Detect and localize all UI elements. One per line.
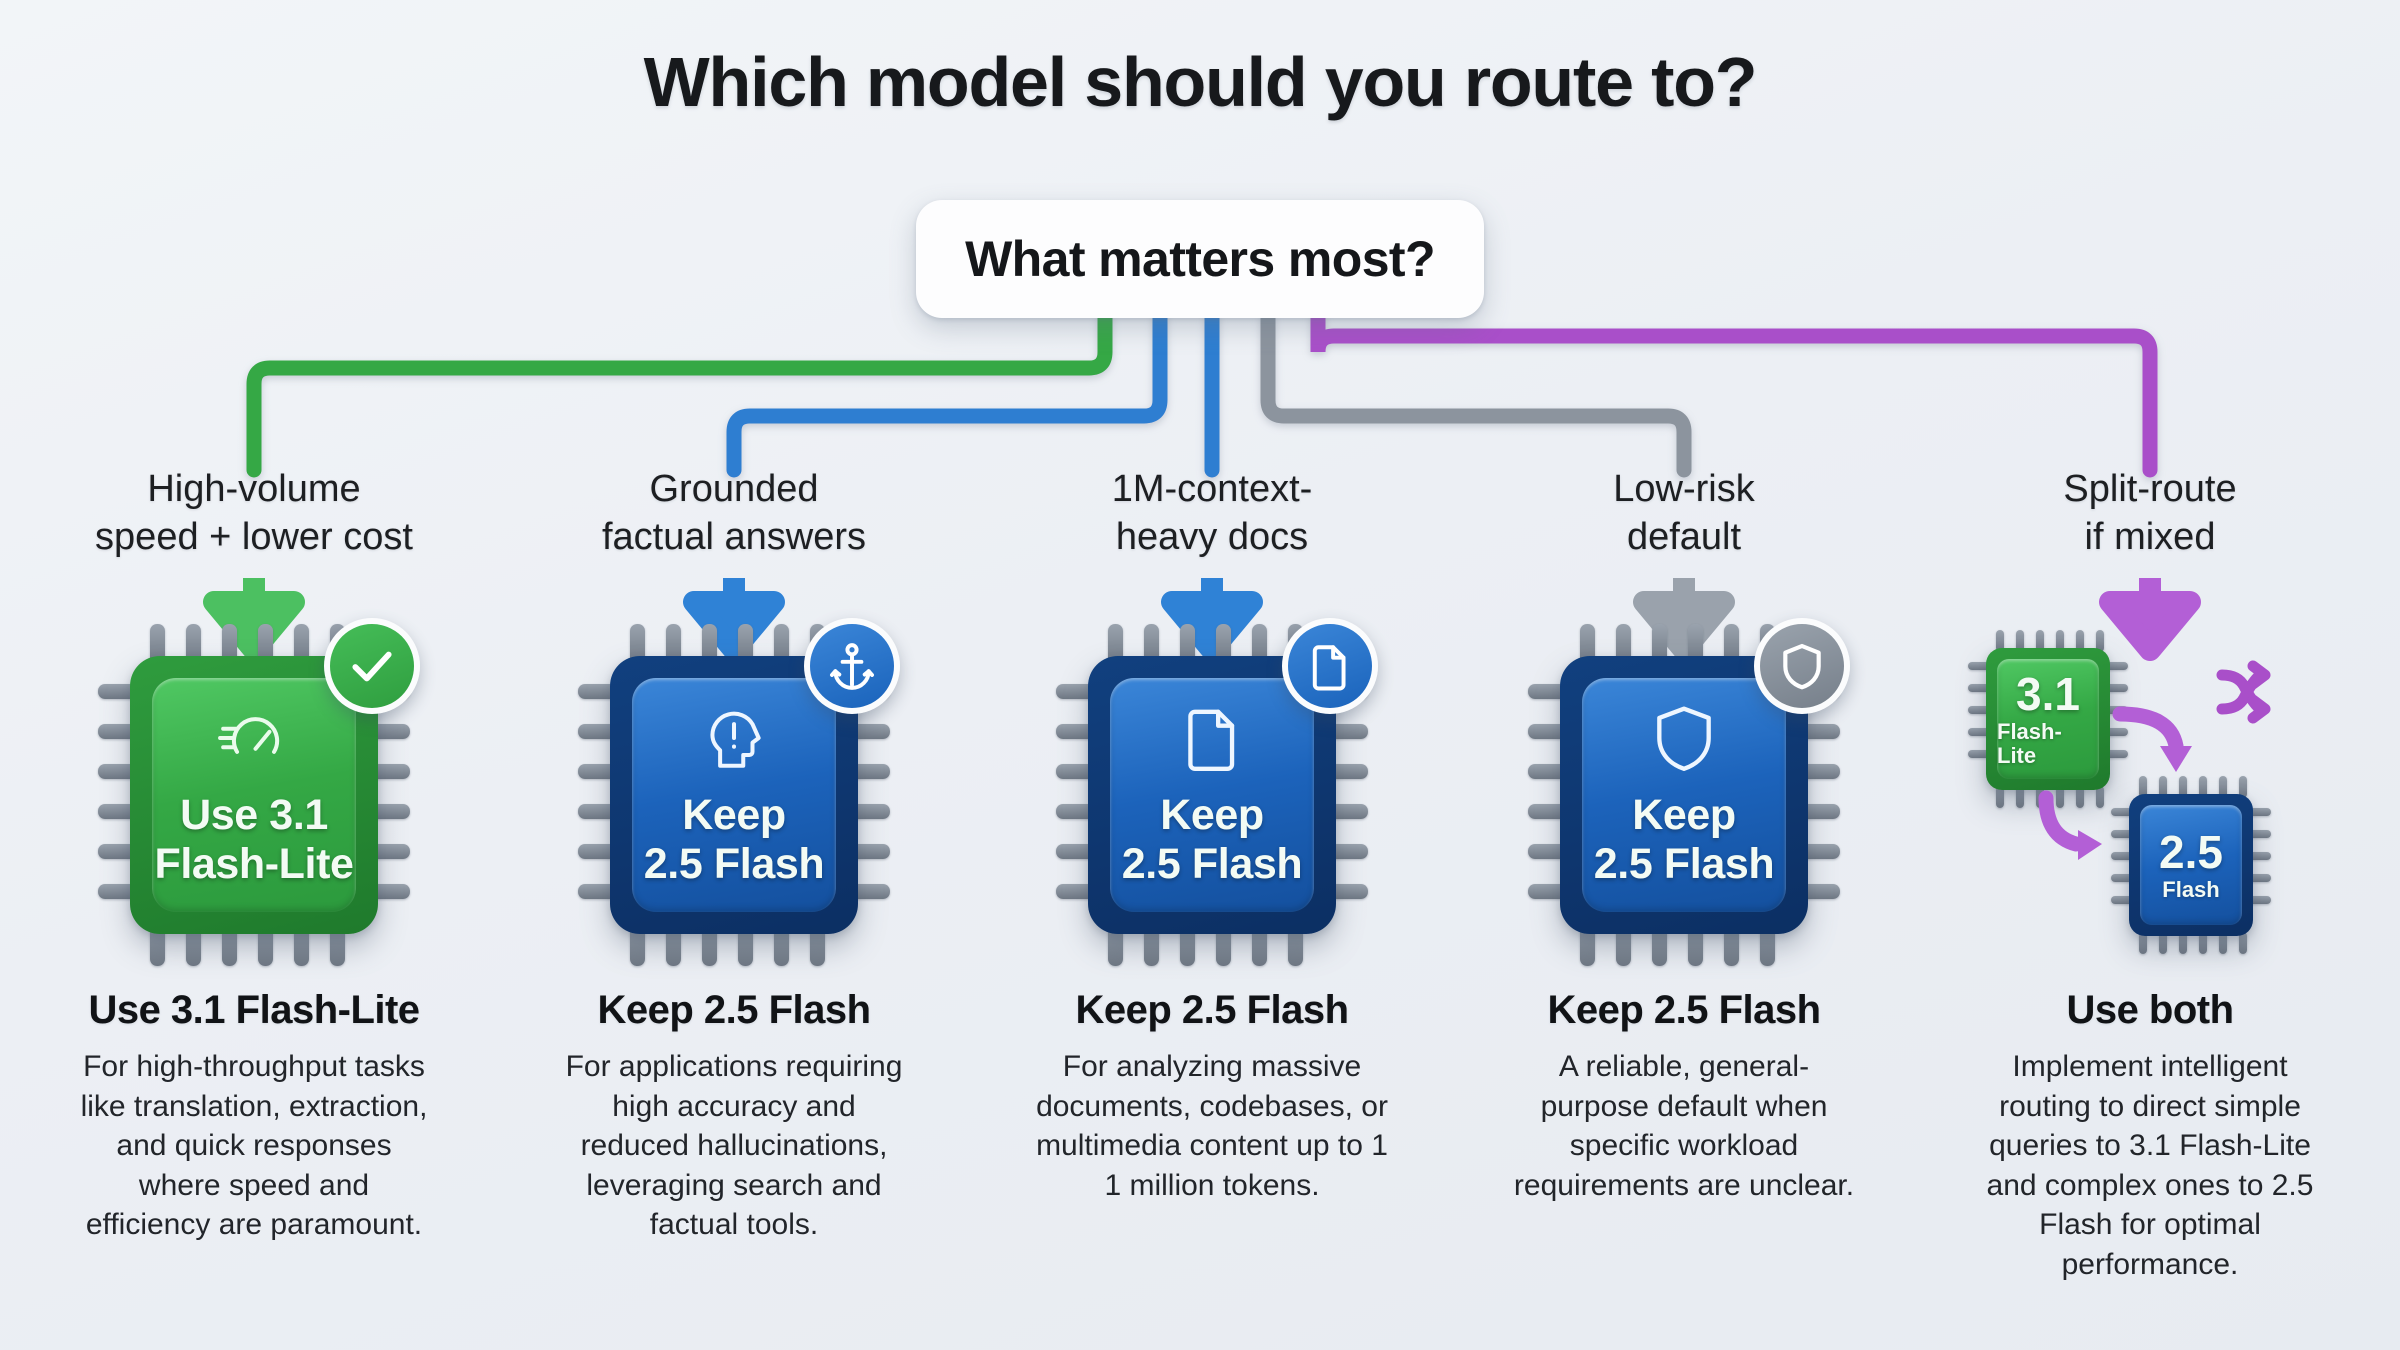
chip-5b-pins (2111, 776, 2271, 954)
chip-3-text: Keep 2.5 Flash (1121, 790, 1303, 889)
chip-3-line2: 2.5 Flash (1121, 840, 1303, 888)
outcome-column-2: Keep 2.5 Flash Keep 2.5 Flash For applic… (554, 618, 914, 1245)
chip-2: Keep 2.5 Flash (578, 618, 900, 966)
branch-label-5: Split-route if mixed (1985, 465, 2315, 562)
caption-title-1: Use 3.1 Flash-Lite (88, 988, 420, 1032)
anchor-icon (804, 618, 900, 714)
split-route-group: 3.1 Flash-Lite (1968, 630, 2330, 960)
page-title: Which model should you route to? (643, 43, 1758, 121)
chip-1-line2: Flash-Lite (154, 840, 354, 888)
branch-label-2-line1: Grounded (649, 468, 819, 510)
branch-label-3: 1M-context- heavy docs (1047, 465, 1377, 562)
wire-branch-2 (726, 310, 1168, 478)
chip-2-text: Keep 2.5 Flash (643, 790, 825, 889)
chip-3-die: Keep 2.5 Flash (1110, 678, 1314, 912)
chip-5b-number: 2.5 (2159, 825, 2223, 878)
branch-label-5-line2: if mixed (2084, 516, 2216, 559)
outcome-column-4: Keep 2.5 Flash Keep 2.5 Flash A reliable… (1504, 618, 1864, 1205)
branch-label-5-line1: Split-route (2063, 468, 2237, 510)
document-icon (1282, 618, 1378, 714)
chip-4-body: Keep 2.5 Flash (1560, 656, 1808, 934)
caption-body-5: Implement intelligent routing to direct … (1986, 1050, 2314, 1281)
chip-5a-die: 3.1 Flash-Lite (1997, 659, 2099, 779)
chip-3-body: Keep 2.5 Flash (1088, 656, 1336, 934)
wire-branch-5 (1310, 310, 2158, 478)
caption-title-2: Keep 2.5 Flash (597, 988, 871, 1032)
caption-body-2: For applications requiring high accuracy… (565, 1050, 903, 1242)
check-icon (324, 618, 420, 714)
chip-5b: 2.5 Flash (2111, 776, 2271, 954)
chip-4-pins (1528, 624, 1840, 966)
root-question-label: What matters most? (965, 231, 1435, 287)
branch-label-2-line2: factual answers (601, 516, 866, 559)
branch-label-1-line1: High-volume (147, 468, 361, 510)
speedometer-icon (217, 701, 291, 775)
wire-branch-4 (1260, 310, 1692, 478)
outcome-column-1: Use 3.1 Flash-Lite Use 3.1 Flash-Lite Fo… (74, 618, 434, 1245)
chip-1-die: Use 3.1 Flash-Lite (152, 678, 356, 912)
branch-label-4-line1: Low-risk (1613, 468, 1755, 510)
chip-3: Keep 2.5 Flash (1056, 618, 1378, 966)
chip-5a-number: 3.1 (2016, 667, 2080, 720)
shield-icon (1754, 618, 1850, 714)
head-alert-icon (697, 701, 771, 775)
shield-icon (1647, 701, 1721, 775)
shuffle-icon (2216, 660, 2271, 724)
chip-4: Keep 2.5 Flash (1528, 618, 1850, 966)
chip-1: Use 3.1 Flash-Lite (98, 618, 420, 966)
branch-label-1-line2: speed + lower cost (95, 516, 413, 559)
branch-label-1: High-volume speed + lower cost (89, 465, 419, 562)
route-arrowheads (2078, 746, 2192, 860)
branch-label-2: Grounded factual answers (569, 465, 899, 562)
chip-1-body: Use 3.1 Flash-Lite (130, 656, 378, 934)
caption-title-5: Use both (2066, 988, 2234, 1032)
chip-1-line1: Use 3.1 (180, 790, 328, 839)
outcome-column-5: 3.1 Flash-Lite (1968, 630, 2330, 1285)
caption-body-1: For high-throughput tasks like translati… (80, 1050, 428, 1242)
branch-label-3-line1: 1M-context- (1111, 468, 1313, 510)
chip-4-line2: 2.5 Flash (1593, 840, 1775, 888)
chip-5a-pins (1968, 630, 2128, 808)
chip-5a-sublabel: Flash-Lite (1997, 718, 2062, 769)
chip-5b-body: 2.5 Flash (2129, 794, 2253, 936)
document-icon (1175, 701, 1249, 775)
caption-title-3: Keep 2.5 Flash (1075, 988, 1349, 1032)
chip-2-die: Keep 2.5 Flash (632, 678, 836, 912)
branch-label-3-line2: heavy docs (1115, 516, 1309, 559)
chip-3-line1: Keep (1160, 790, 1264, 839)
root-question-node: What matters most? (916, 200, 1484, 318)
route-arrow-top (2112, 706, 2184, 754)
chip-5b-die: 2.5 Flash (2140, 805, 2242, 925)
chip-5a: 3.1 Flash-Lite (1968, 630, 2128, 808)
chip-4-die: Keep 2.5 Flash (1582, 678, 1786, 912)
split-route-arrows (2038, 660, 2271, 860)
route-arrow-bottom (2038, 790, 2084, 852)
chip-5a-body: 3.1 Flash-Lite (1986, 648, 2110, 790)
chip-2-pins (578, 624, 890, 966)
chip-4-line1: Keep (1632, 790, 1736, 839)
caption-title-4: Keep 2.5 Flash (1547, 988, 1821, 1032)
branch-label-4: Low-risk default (1519, 465, 1849, 562)
arrow-down-5 (2099, 578, 2201, 661)
chip-5b-sublabel: Flash (2162, 877, 2220, 903)
chip-2-body: Keep 2.5 Flash (610, 656, 858, 934)
caption-body-3: For analyzing massive documents, codebas… (1036, 1050, 1388, 1202)
caption-body-4: A reliable, general-purpose default when… (1513, 1050, 1855, 1202)
chip-2-line2: 2.5 Flash (643, 840, 825, 888)
chip-1-text: Use 3.1 Flash-Lite (154, 791, 353, 889)
outcome-column-3: Keep 2.5 Flash Keep 2.5 Flash For analyz… (1032, 618, 1392, 1205)
chip-4-text: Keep 2.5 Flash (1593, 790, 1775, 889)
chip-2-line1: Keep (682, 790, 786, 839)
branch-label-4-line2: default (1626, 516, 1742, 559)
wire-branch-1 (246, 310, 1113, 478)
